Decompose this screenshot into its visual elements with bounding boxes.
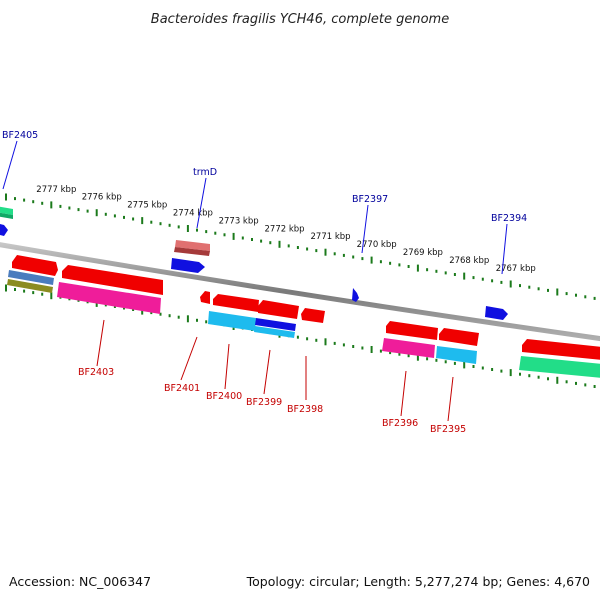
label-bf2399[interactable]: BF2399 [246,397,282,408]
kbp-tick-label: 2773 kbp [219,216,259,226]
label-bf2396[interactable]: BF2396 [382,418,418,429]
gene-bf2399-red-glyph[interactable] [258,300,299,319]
gene-left-blue-glyph[interactable] [0,223,8,236]
bf2396-leader [400,370,407,417]
minus-strand-genes [7,255,600,378]
gene-bf2401-glyph[interactable] [200,291,210,304]
bf2401-leader [180,336,198,381]
bf2394-leader [501,223,508,275]
kbp-tick-label: 2767 kbp [496,264,536,274]
bf2395-leader [447,376,454,422]
label-bf2398[interactable]: BF2398 [287,404,323,415]
gene-bf2405-glyph[interactable] [0,206,13,215]
accession-text: Accession: NC_006347 [9,574,152,589]
kbp-tick-label: 2770 kbp [357,240,397,250]
kbp-tick-label: 2776 kbp [82,193,122,203]
genome-summary-text: Topology: circular; Length: 5,277,274 bp… [246,574,590,589]
bottom-gene-labels: BF2403 BF2401 BF2400 BF2399 BF2398 BF239… [78,319,466,435]
gene-bf2398-glyph[interactable] [301,308,325,323]
gene-right-red-glyph[interactable] [522,339,600,360]
gene-bf2405-glyph-shade [0,212,13,219]
gene-bf2396-red-glyph[interactable] [386,321,438,340]
gene-bf2399-blue-glyph[interactable] [255,318,296,331]
trmd-leader [196,177,207,229]
bf2399-leader [263,349,271,395]
kbp-tick-label: 2772 kbp [265,224,305,234]
bf2397-leader [361,204,369,254]
kbp-tick-label: 2768 kbp [449,256,489,266]
label-bf2403[interactable]: BF2403 [78,367,114,378]
gene-trmd-glyph-shade [174,247,210,256]
label-trmd[interactable]: trmD [193,167,217,178]
kbp-tick-label: 2775 kbp [127,201,167,211]
gene-right-green-glyph[interactable] [519,356,600,378]
gene-bf2400-cyan-glyph[interactable] [208,311,256,331]
gene-bf2394-glyph[interactable] [485,306,508,320]
label-bf2401[interactable]: BF2401 [164,383,200,394]
gene-steel-glyph[interactable] [8,270,54,285]
gene-bf2396-pink-glyph[interactable] [382,338,435,358]
label-bf2400[interactable]: BF2400 [206,391,242,402]
gene-bf2403-pink-glyph[interactable] [57,282,161,314]
kbp-tick-label: 2774 kbp [173,209,213,219]
genome-backbone [0,242,600,342]
top-gene-labels: BF2405 trmD BF2397 BF2394 [2,130,527,275]
kbp-scale-upper: 2777 kbp 2776 kbp 2775 kbp 2774 kbp 2773 kbp… [5,185,596,300]
bf2405-leader [2,140,18,190]
gene-trmd-glyph[interactable] [175,240,210,251]
gene-bf2395-cyan-glyph[interactable] [436,346,477,364]
gene-bf2400-red-glyph[interactable] [213,294,259,312]
kbp-tick-label: 2771 kbp [311,232,351,242]
bf2403-leader [96,319,105,367]
genome-title: Bacteroides fragilis YCH46, complete gen… [151,12,449,27]
gene-red-left-glyph[interactable] [12,255,58,276]
plus-strand-genes [0,206,508,320]
bf2400-leader [224,343,230,390]
gene-olive-glyph[interactable] [7,279,53,293]
label-bf2397[interactable]: BF2397 [352,194,388,205]
label-bf2394[interactable]: BF2394 [491,213,527,224]
label-bf2405[interactable]: BF2405 [2,130,38,141]
gene-bf2399-cyan-glyph[interactable] [254,326,295,338]
gene-bf2403-red-glyph[interactable] [62,265,163,295]
kbp-tick-label: 2777 kbp [36,185,76,195]
gene-bf2395-red-glyph[interactable] [439,328,479,346]
label-bf2395[interactable]: BF2395 [430,424,466,435]
gene-blue-arrow-glyph[interactable] [171,258,205,273]
kbp-tick-label: 2769 kbp [403,248,443,258]
gene-small-blue-glyph[interactable] [352,288,359,302]
